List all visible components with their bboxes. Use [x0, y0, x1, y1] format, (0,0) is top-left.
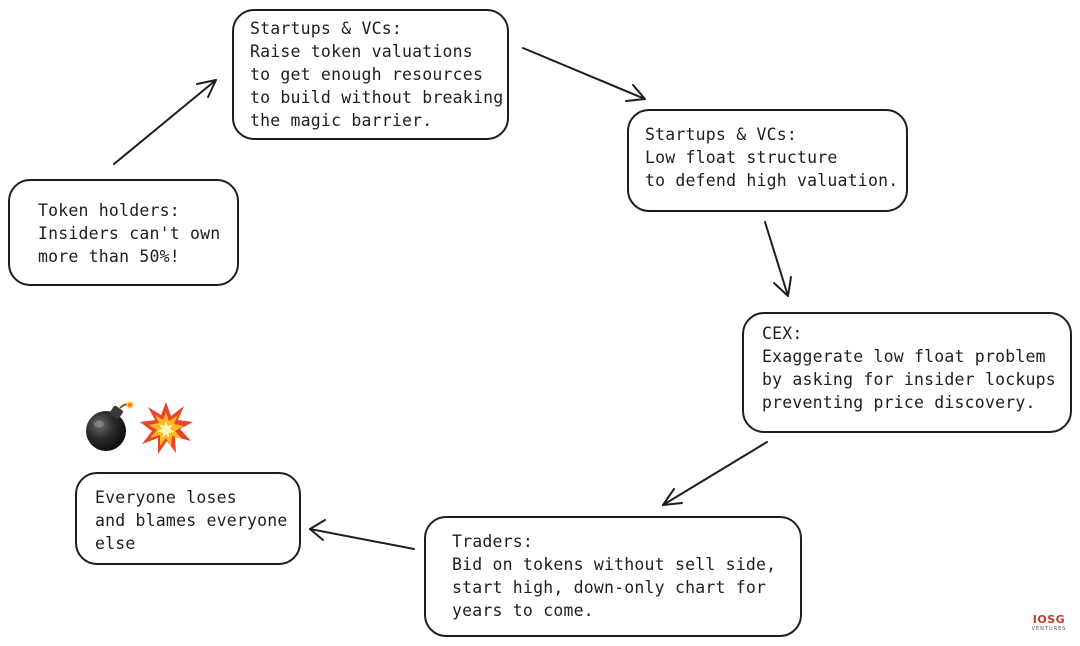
iosg-logo: IOSG VENTURES [1024, 614, 1074, 633]
logo-sub-text: VENTURES [1031, 626, 1067, 632]
node-everyone-loses: Everyone loses and blames everyone else [75, 472, 301, 565]
node-traders-text: Traders: Bid on tokens without sell side… [452, 532, 777, 620]
node-traders: Traders: Bid on tokens without sell side… [424, 516, 802, 637]
node-token-holders: Token holders: Insiders can't own more t… [8, 179, 239, 286]
node-startups-low-float-text: Startups & VCs: Low float structure to d… [645, 125, 899, 190]
arrow-cex-to-traders [662, 441, 768, 506]
arrow-holders-to-raise [113, 79, 217, 165]
bomb-icon [86, 401, 134, 451]
node-cex: CEX: Exaggerate low float problem by ask… [742, 312, 1072, 433]
arrow-raise-to-low-float [522, 47, 646, 102]
node-startups-raise-text: Startups & VCs: Raise token valuations t… [250, 19, 504, 130]
explosion-icon [140, 402, 193, 454]
node-token-holders-text: Token holders: Insiders can't own more t… [38, 201, 221, 266]
logo-main-text: IOSG [1032, 613, 1066, 626]
node-startups-low-float: Startups & VCs: Low float structure to d… [627, 109, 908, 212]
node-everyone-loses-text: Everyone loses and blames everyone else [95, 488, 288, 553]
arrow-low-float-to-cex [764, 221, 792, 297]
arrow-traders-to-everyone [309, 519, 415, 550]
node-cex-text: CEX: Exaggerate low float problem by ask… [762, 324, 1056, 412]
node-startups-raise: Startups & VCs: Raise token valuations t… [232, 9, 509, 140]
